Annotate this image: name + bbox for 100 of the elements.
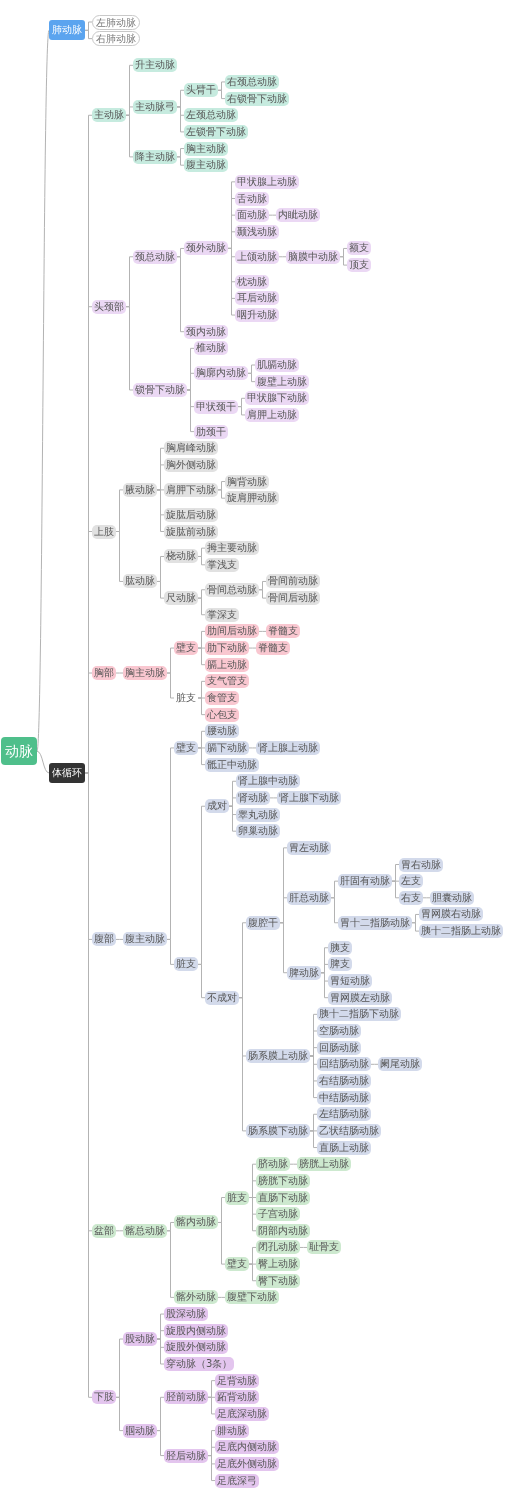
branch-line — [391, 880, 400, 899]
branch-line — [166, 672, 175, 699]
subtopic: 中结肠动脉 — [317, 1090, 371, 1105]
subtopic: 肠系膜上动脉 — [246, 1048, 310, 1063]
subtopic: 肠系膜下动脉 — [246, 1123, 310, 1138]
subtopic: 壁支 — [174, 641, 198, 656]
subtopic: 左结肠动脉 — [317, 1107, 371, 1122]
subtopic: 胃网膜右动脉 — [419, 907, 483, 922]
subtopic: 枕动脉 — [235, 274, 269, 289]
subtopic: 额支 — [347, 241, 371, 256]
subtopic: 直肠下动脉 — [256, 1190, 310, 1205]
subtopic: 骨间总动脉 — [205, 582, 259, 597]
branch-line — [248, 1197, 257, 1232]
subtopic: 右肺动脉 — [92, 31, 140, 47]
subtopic: 胰十二指肠上动脉 — [419, 924, 503, 939]
subtopic: 成对 — [205, 799, 229, 814]
branch-line — [125, 306, 134, 391]
subtopic: 旋股外侧动脉 — [164, 1340, 228, 1355]
branch-line — [115, 938, 124, 940]
subtopic: 掌浅支 — [205, 557, 239, 572]
branch-line — [156, 1430, 165, 1457]
subtopic: 穿动脉（3条） — [164, 1357, 235, 1371]
subtopic: 胰支 — [328, 940, 352, 955]
subtopic: 胫前动脉 — [164, 1390, 208, 1405]
subtopic: 左肺动脉 — [92, 14, 140, 30]
subtopic: 睾丸动脉 — [236, 807, 280, 822]
subtopic: 足底内侧动脉 — [215, 1440, 279, 1455]
subtopic: 脊髓支 — [266, 624, 300, 639]
subtopic: 面动脉 — [235, 208, 269, 223]
subtopic: 胆囊动脉 — [430, 890, 474, 905]
subtopic: 子宫动脉 — [256, 1207, 300, 1222]
subtopic: 肱动脉 — [123, 574, 157, 589]
subtopic: 脏支 — [174, 691, 198, 705]
subtopic: 足底外侧动脉 — [215, 1456, 279, 1471]
subtopic: 左锁骨下动脉 — [184, 124, 248, 139]
branch-line — [238, 997, 247, 1132]
subtopic: 臀下动脉 — [256, 1273, 300, 1288]
subtopic: 颈内动脉 — [184, 324, 228, 339]
subtopic: 胸肩峰动脉 — [164, 441, 218, 456]
branch-line — [278, 256, 287, 258]
subtopic: 腘动脉 — [123, 1423, 157, 1438]
subtopic: 右支 — [399, 890, 423, 905]
subtopic: 颞浅动脉 — [235, 224, 279, 239]
subtopic: 膀胱下动脉 — [256, 1173, 310, 1188]
subtopic: 胃左动脉 — [287, 840, 331, 855]
branch-line — [248, 647, 257, 649]
subtopic: 主动脉 — [92, 108, 126, 123]
branch-line — [197, 963, 206, 999]
branch-line — [320, 972, 329, 999]
subtopic: 脑膜中动脉 — [286, 249, 340, 264]
subtopic: 胫后动脉 — [164, 1448, 208, 1463]
subtopic: 顶支 — [347, 258, 371, 273]
branch-line — [36, 750, 50, 774]
branch-line — [217, 489, 226, 499]
subtopic: 脐动脉 — [256, 1157, 290, 1172]
subtopic: 肩胛下动脉 — [164, 482, 218, 497]
subtopic: 肾上腺上动脉 — [256, 740, 320, 755]
branch-line — [289, 1163, 298, 1165]
subtopic: 胸廓内动脉 — [194, 366, 248, 381]
subtopic: 桡动脉 — [164, 549, 198, 564]
subtopic: 卵巢动脉 — [236, 824, 280, 839]
branch-line — [237, 406, 246, 416]
subtopic: 肋颈干 — [194, 424, 228, 439]
subtopic: 甲状颈干 — [194, 399, 238, 414]
subtopic: 胸背动脉 — [225, 474, 269, 489]
branch-line — [411, 922, 420, 932]
subtopic: 足背动脉 — [215, 1373, 259, 1388]
subtopic: 膀胱上动脉 — [297, 1157, 351, 1172]
branch-line — [197, 697, 206, 716]
subtopic: 上颌动脉 — [235, 249, 279, 264]
root-topic: 动脉 — [1, 737, 37, 766]
subtopic: 腰动脉 — [205, 724, 239, 739]
branch-line — [115, 1396, 124, 1432]
branch-line — [227, 247, 236, 316]
subtopic: 旋肱前动脉 — [164, 524, 218, 539]
subtopic: 壁支 — [225, 1257, 249, 1272]
subtopic: 肝固有动脉 — [338, 874, 392, 889]
subtopic: 颈总动脉 — [133, 249, 177, 264]
subtopic: 肌膈动脉 — [255, 358, 299, 372]
subtopic: 头臂干 — [184, 83, 218, 98]
subtopic: 髂总动脉 — [123, 1223, 167, 1238]
subtopic: 不成对 — [205, 990, 239, 1005]
branch-line — [309, 1130, 318, 1149]
subtopic: 肾动脉 — [236, 790, 270, 805]
subtopic: 胸部 — [92, 666, 116, 680]
subtopic: 跖背动脉 — [215, 1390, 259, 1405]
subtopic: 掌深支 — [205, 607, 239, 622]
subtopic: 臀上动脉 — [256, 1257, 300, 1272]
subtopic: 脏支 — [174, 957, 198, 972]
subtopic: 脾动脉 — [287, 965, 321, 980]
branch-line — [217, 1296, 226, 1298]
subtopic: 左颈总动脉 — [184, 108, 238, 123]
subtopic: 甲状腺下动脉 — [245, 391, 309, 406]
branch-line — [176, 156, 185, 166]
subtopic: 主动脉弓 — [133, 99, 177, 114]
subtopic: 腹壁上动脉 — [255, 374, 309, 389]
subtopic: 肾上腺下动脉 — [277, 790, 341, 805]
subtopic: 腋动脉 — [123, 482, 157, 497]
subtopic: 直肠上动脉 — [317, 1140, 371, 1155]
branch-line — [339, 256, 348, 266]
